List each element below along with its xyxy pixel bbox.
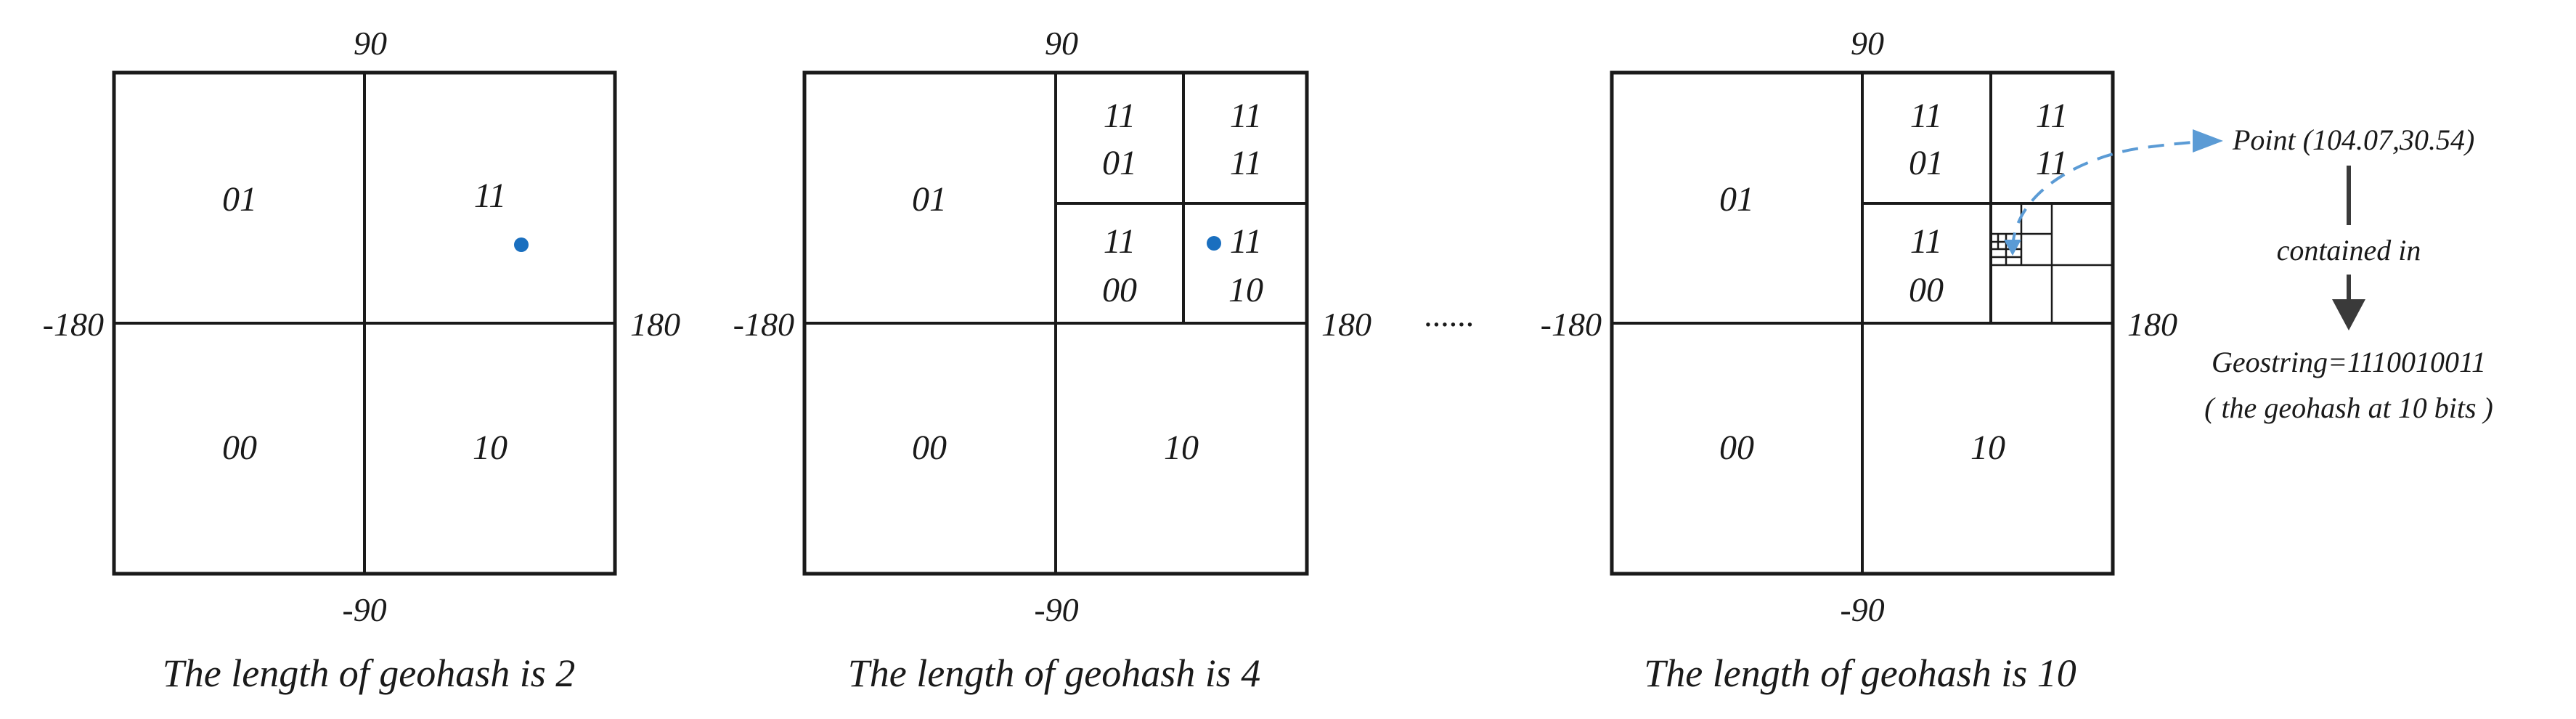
panel-2-sub-1111-top: 11 bbox=[1230, 97, 1262, 135]
panel-1-cell-10: 10 bbox=[473, 428, 508, 467]
panel-3-caption: The length of geohash is 10 bbox=[1644, 651, 2076, 695]
panel-3-bottom-label: -90 bbox=[1840, 591, 1884, 628]
panel-3-right-label: 180 bbox=[2127, 306, 2177, 343]
panel-3-top-label: 90 bbox=[1851, 25, 1884, 62]
panel-2-cell-00: 00 bbox=[912, 428, 947, 467]
panel-3-fine-grid bbox=[1991, 203, 2113, 323]
panel-length-4: 90 -90 -180 180 01 00 10 11 01 11 11 11 … bbox=[733, 25, 1371, 695]
panel-3-sub-1100-top: 11 bbox=[1910, 222, 1942, 261]
panel-length-10: 90 -90 -180 180 01 00 10 11 01 11 11 11 … bbox=[1541, 25, 2177, 695]
panel-3-sub-1101-bottom: 01 bbox=[1909, 144, 1944, 182]
panel-2-sub-1101-bottom: 01 bbox=[1102, 144, 1137, 182]
panel-1-point-marker bbox=[514, 237, 529, 252]
panel-2-sub-1110-bottom: 10 bbox=[1228, 271, 1263, 309]
panel-2-sub-1110-top: 11 bbox=[1230, 222, 1262, 261]
panel-2-sub-1100-bottom: 00 bbox=[1102, 271, 1137, 309]
panel-2-left-label: -180 bbox=[733, 306, 794, 343]
panel-3-sub-1101-top: 11 bbox=[1910, 97, 1942, 135]
panel-2-cell-01: 01 bbox=[912, 180, 947, 219]
point-label: Point (104.07,30.54) bbox=[2232, 123, 2474, 156]
panel-1-cell-00: 00 bbox=[222, 428, 257, 467]
panel-3-sub-1100-bottom: 00 bbox=[1909, 271, 1944, 309]
panel-3-left-label: -180 bbox=[1541, 306, 1602, 343]
blue-small-arrowhead bbox=[2004, 240, 2021, 256]
panel-2-caption: The length of geohash is 4 bbox=[848, 651, 1260, 695]
blue-arrowhead bbox=[2193, 129, 2223, 153]
panel-1-left-label: -180 bbox=[43, 306, 104, 343]
panel-3-cell-10: 10 bbox=[1970, 428, 2005, 467]
panel-1-cell-11: 11 bbox=[474, 176, 506, 215]
panel-2-cell-10: 10 bbox=[1164, 428, 1199, 467]
panel-1-right-label: 180 bbox=[630, 306, 680, 343]
panel-2-sub-1101-top: 11 bbox=[1104, 97, 1136, 135]
panel-2-sub-1100-top: 11 bbox=[1104, 222, 1136, 261]
panel-3-sub-1111-top: 11 bbox=[2036, 97, 2068, 135]
panel-2-bottom-label: -90 bbox=[1034, 591, 1078, 628]
panel-2-sub-1111-bottom: 11 bbox=[1230, 144, 1262, 182]
panel-3-cell-00: 00 bbox=[1719, 428, 1754, 467]
dark-arrowhead bbox=[2332, 299, 2365, 330]
ellipsis: ······ bbox=[1424, 306, 1474, 343]
panel-3-cell-01: 01 bbox=[1719, 180, 1754, 219]
relation-label: contained in bbox=[2277, 234, 2421, 267]
panel-length-2: 90 -90 -180 180 01 11 00 10 The length o… bbox=[43, 25, 680, 695]
panel-2-top-label: 90 bbox=[1045, 25, 1078, 62]
geohash-note: ( the geohash at 10 bits ) bbox=[2204, 391, 2493, 424]
geostring-label: Geostring=1110010011 bbox=[2212, 346, 2486, 378]
panel-2-right-label: 180 bbox=[1321, 306, 1371, 343]
annotation: Point (104.07,30.54) contained in Geostr… bbox=[2004, 123, 2493, 424]
panel-1-bottom-label: -90 bbox=[342, 591, 386, 628]
panel-1-caption: The length of geohash is 2 bbox=[163, 651, 575, 695]
panel-1-cell-01: 01 bbox=[222, 180, 257, 219]
panel-1-top-label: 90 bbox=[354, 25, 387, 62]
panel-2-point-marker bbox=[1207, 236, 1221, 251]
